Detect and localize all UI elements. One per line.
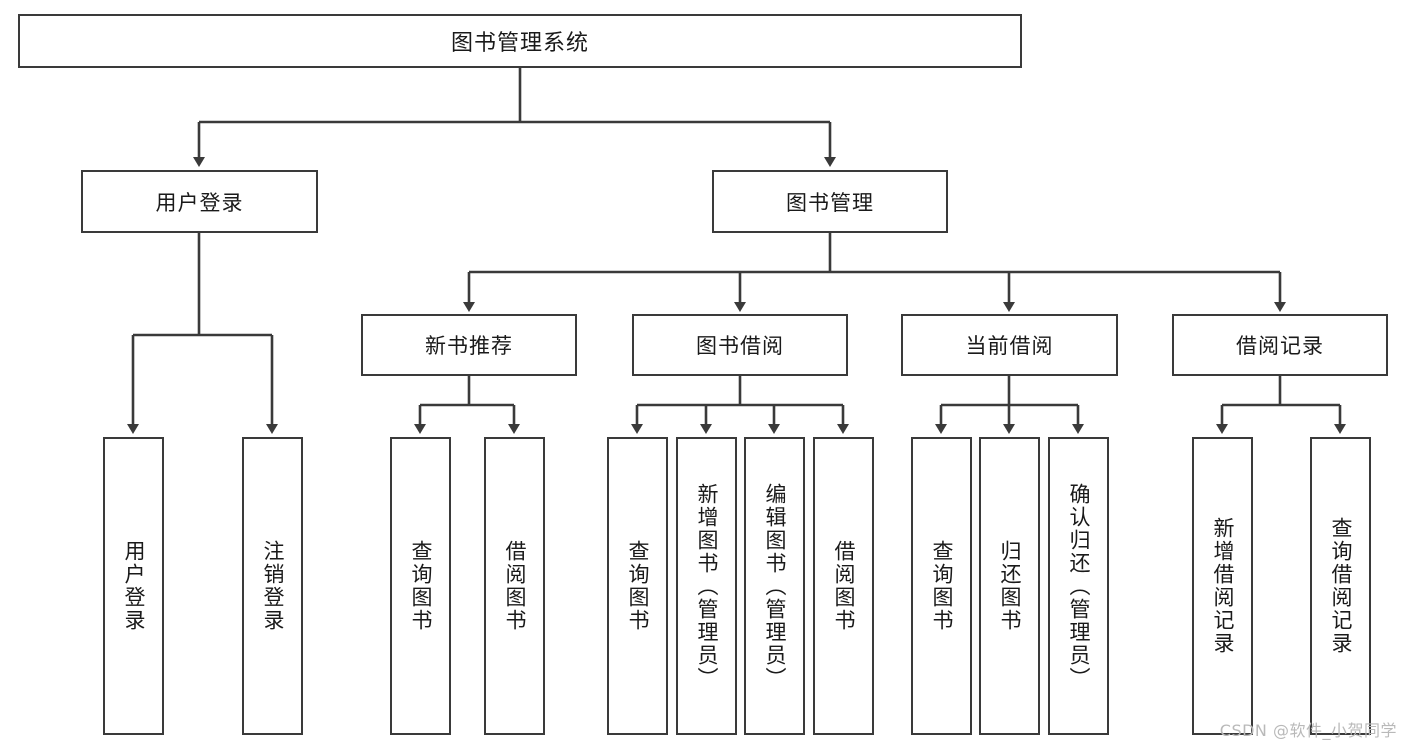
leaf-user-logout[interactable]: 注销登录 — [242, 437, 303, 735]
leaf-user-login[interactable]: 用户登录 — [103, 437, 164, 735]
node-label: 图书管理系统 — [450, 31, 589, 56]
node-label: 查询借阅记录 — [1329, 517, 1353, 655]
node-current-borrow[interactable]: 当前借阅 — [901, 314, 1118, 376]
node-label: 查询图书 — [626, 540, 650, 632]
leaf-record-add[interactable]: 新增借阅记录 — [1192, 437, 1253, 735]
node-user-login[interactable]: 用户登录 — [81, 170, 318, 233]
node-label: 查询图书 — [930, 540, 954, 632]
node-borrow-record[interactable]: 借阅记录 — [1172, 314, 1388, 376]
node-book-management[interactable]: 图书管理 — [712, 170, 948, 233]
leaf-recommend-query-book[interactable]: 查询图书 — [390, 437, 451, 735]
node-label: 用户登录 — [122, 540, 146, 632]
node-label: 借阅记录 — [1236, 334, 1324, 358]
node-label: 查询图书 — [409, 540, 433, 632]
watermark: CSDN @软件_小贺同学 — [1219, 721, 1397, 740]
leaf-current-confirm-return[interactable]: 确认归还（管理员） — [1048, 437, 1109, 735]
node-label: 图书借阅 — [696, 334, 784, 358]
node-label: 新增借阅记录 — [1211, 517, 1235, 655]
node-label: 注销登录 — [261, 540, 285, 632]
node-new-book-recommend[interactable]: 新书推荐 — [361, 314, 577, 376]
leaf-current-return-book[interactable]: 归还图书 — [979, 437, 1040, 735]
node-label: 借阅图书 — [503, 540, 527, 632]
leaf-borrow-borrow-book[interactable]: 借阅图书 — [813, 437, 874, 735]
node-book-borrow[interactable]: 图书借阅 — [632, 314, 848, 376]
node-label: 归还图书 — [998, 540, 1022, 632]
node-root-system[interactable]: 图书管理系统 — [18, 14, 1022, 68]
leaf-recommend-borrow-book[interactable]: 借阅图书 — [484, 437, 545, 735]
leaf-borrow-edit-book[interactable]: 编辑图书（管理员） — [744, 437, 805, 735]
leaf-current-query-book[interactable]: 查询图书 — [911, 437, 972, 735]
leaf-record-query[interactable]: 查询借阅记录 — [1310, 437, 1371, 735]
node-label: 图书管理 — [786, 190, 874, 215]
leaf-borrow-query-book[interactable]: 查询图书 — [607, 437, 668, 735]
node-label: 新书推荐 — [425, 334, 513, 358]
node-label: 用户登录 — [155, 190, 244, 215]
leaf-borrow-add-book[interactable]: 新增图书（管理员） — [676, 437, 737, 735]
node-label: 借阅图书 — [832, 540, 856, 632]
node-label: 编辑图书（管理员） — [763, 482, 787, 690]
node-label: 确认归还（管理员） — [1067, 482, 1091, 690]
node-label: 新增图书（管理员） — [695, 482, 719, 690]
node-label: 当前借阅 — [965, 334, 1054, 358]
